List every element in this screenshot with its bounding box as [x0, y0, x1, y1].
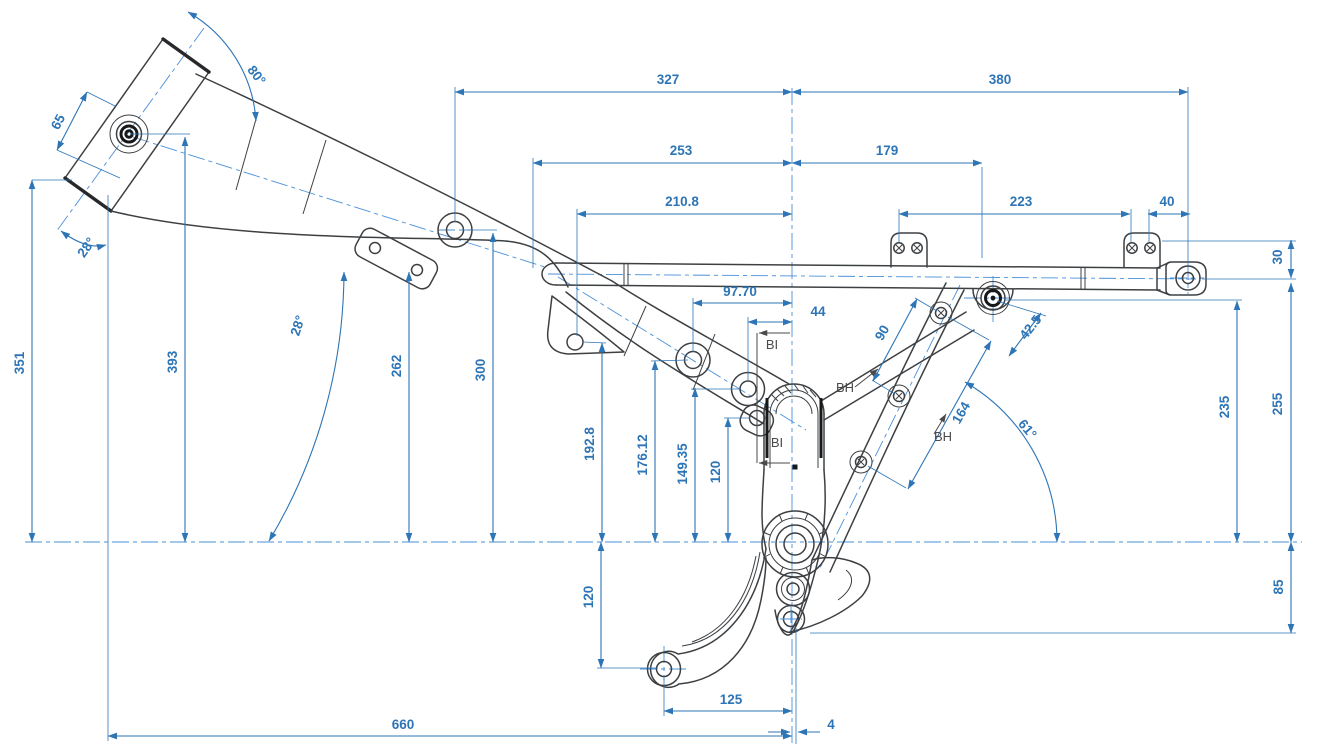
angle-61-label: 61°	[1015, 416, 1040, 441]
rack-tube-centerline	[547, 273, 1197, 280]
beam-segment-line	[235, 111, 259, 191]
member-segment-line	[692, 333, 716, 391]
bar-screw-hole	[892, 389, 906, 403]
ref-bi-bottom-label: BI	[771, 435, 783, 450]
dim-176.12-label: 176.12	[635, 434, 650, 475]
bar-tab-lobe	[849, 450, 873, 474]
mount-tab-2	[1123, 232, 1161, 268]
reference-mark	[792, 464, 798, 470]
lower-tab	[739, 404, 775, 437]
dim-30-label: 30	[1270, 249, 1285, 264]
dim-97.70-label: 97.70	[723, 284, 757, 299]
dim-351-label: 351	[12, 351, 27, 374]
dim-380-label: 380	[989, 72, 1012, 87]
tab-hole	[1126, 242, 1138, 254]
dim-65-line	[56, 91, 88, 151]
dim-120-low-label: 120	[581, 586, 596, 609]
bar-centerline	[819, 284, 961, 569]
bracket-hole	[410, 263, 424, 277]
dim-4-label: 4	[827, 717, 835, 732]
angle-28-beam-label: 28°	[287, 314, 308, 338]
dim-65-label: 65	[48, 111, 69, 132]
rear-eye	[1175, 265, 1201, 291]
ref-bi-top-label: BI	[766, 337, 778, 352]
member-segment-line	[623, 305, 647, 357]
dim-660-label: 660	[392, 717, 415, 732]
dim-85-label: 85	[1271, 579, 1286, 595]
angle-28-head-arc	[60, 230, 107, 251]
dim-262-label: 262	[389, 355, 404, 378]
dim-255-label: 255	[1270, 392, 1285, 415]
swing-arm	[646, 548, 767, 689]
bracket-plate	[354, 227, 439, 290]
mount-tab-1	[890, 232, 928, 268]
centerlines	[25, 27, 1302, 745]
head-tube	[63, 37, 211, 213]
pivot-boss	[820, 281, 1014, 421]
bb-housing	[761, 510, 829, 578]
dim-149.35-label: 149.35	[675, 443, 690, 485]
angle-61-arc	[964, 381, 1061, 543]
bar-screw-hole	[854, 455, 868, 469]
beam-segment-line	[302, 139, 327, 215]
pivot-crosshair	[964, 276, 1014, 322]
dim-125-label: 125	[720, 692, 743, 707]
dim-42.5-line	[1008, 312, 1042, 357]
dimension-labels: 327 380 253 179 210.8 223 40 97.70 44 35…	[12, 63, 1286, 732]
dim-300-label: 300	[473, 359, 488, 382]
bottom-bracket	[761, 510, 829, 634]
gusset-hole	[566, 333, 584, 351]
bracket-hole	[368, 241, 382, 255]
beam-centerline	[132, 136, 549, 269]
bolt-hole-lower	[776, 604, 806, 634]
rack-tube	[541, 232, 1207, 296]
bar-screw-hole	[934, 306, 948, 320]
reference-markers	[756, 329, 947, 467]
rack-tube-cap	[541, 262, 557, 286]
dim-44-label: 44	[810, 304, 826, 319]
gusset-plate	[546, 295, 625, 355]
dimension-lines	[28, 11, 1296, 744]
angle-28-beam-arc	[268, 271, 348, 542]
dim-192.8-label: 192.8	[582, 427, 597, 461]
dim-179-label: 179	[876, 143, 899, 158]
angle-80-arc	[187, 11, 259, 122]
main-beam	[110, 73, 613, 288]
angle-28-head-label: 28°	[74, 235, 98, 260]
extension-lines	[32, 87, 1296, 744]
dim-327-label: 327	[657, 72, 680, 87]
dim-164-line	[907, 340, 992, 490]
dim-393-label: 393	[165, 350, 180, 373]
tab-hole	[911, 242, 923, 254]
dim-235-label: 235	[1217, 395, 1232, 418]
dim-90-label: 90	[872, 322, 893, 343]
dim-164-label: 164	[949, 399, 973, 426]
dim-42.5-label: 42.5	[1016, 312, 1044, 342]
dim-253-label: 253	[670, 143, 693, 158]
dim-223-label: 223	[1010, 194, 1033, 209]
dim-90-line	[872, 298, 918, 382]
dim-40-label: 40	[1159, 194, 1174, 209]
tab-hole	[1144, 242, 1156, 254]
rear-eye-plate	[1165, 261, 1207, 296]
tab-hole	[893, 242, 905, 254]
dim-210.8-label: 210.8	[665, 194, 699, 209]
seat-capsule	[761, 383, 826, 636]
ref-bh-upper-label: BH	[836, 380, 854, 395]
frame-part	[63, 37, 1207, 689]
dim-120-mid-label: 120	[708, 461, 723, 484]
ref-bh-lower-label: BH	[934, 429, 952, 444]
